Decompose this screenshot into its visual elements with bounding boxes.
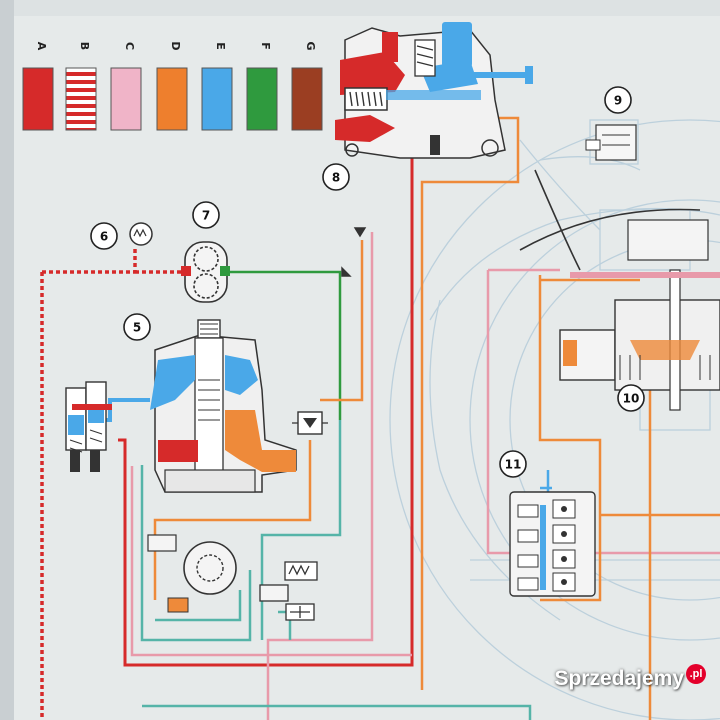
callout-circle-11: [499, 450, 527, 478]
legend-letter-e: E: [214, 42, 227, 50]
check-valves: [341, 227, 367, 277]
twin-spool-valves: [65, 381, 112, 472]
legend-letter-c: C: [123, 42, 136, 50]
main-pump-5: [150, 319, 297, 493]
legend-swatch-e: [201, 67, 233, 131]
legend-swatch-d: [156, 67, 188, 131]
callout-circle-5: [123, 313, 151, 341]
watermark-logo: Sprzedajemy.pl: [554, 664, 706, 691]
callout-label-7: 7: [202, 209, 210, 223]
lube-lines: [153, 116, 720, 720]
legend-swatch-b: [65, 67, 97, 131]
callout-circle-9: [604, 86, 632, 114]
pressure-lines: [118, 150, 414, 667]
legend-letter-f: F: [259, 42, 272, 50]
callout-label-8: 8: [332, 171, 340, 185]
rotary-pump: [147, 534, 237, 613]
callout-circle-6: [90, 222, 118, 250]
legend-swatch-c: [110, 67, 142, 131]
legend-letter-b: B: [78, 42, 91, 50]
watermark-tld-badge: .pl: [686, 664, 706, 684]
dashed-pressure-line: [40, 248, 185, 720]
callout-label-5: 5: [133, 321, 141, 335]
legend-letter-a: A: [35, 42, 48, 51]
legend-swatch-a: [22, 67, 54, 131]
watermark-brand: Sprzedajemy: [554, 667, 684, 690]
legend-letter-d: D: [169, 41, 182, 50]
pressure-regulator: [292, 411, 328, 435]
gear-pump-7: [181, 241, 230, 303]
pressure-switch: [129, 222, 153, 246]
left-bezel: [0, 0, 14, 720]
callout-label-10: 10: [623, 392, 640, 406]
assembly-9: [585, 124, 637, 161]
solenoid-block-11: [509, 491, 596, 597]
clutch-block-10: [559, 219, 720, 411]
callout-label-11: 11: [505, 458, 522, 472]
callout-circle-8: [322, 163, 350, 191]
callout-circle-10: [617, 384, 645, 412]
color-legend: A B C D E F G: [22, 41, 323, 131]
callout-label-9: 9: [614, 94, 622, 108]
callout-circle-7: [192, 201, 220, 229]
callout-label-6: 6: [100, 230, 108, 244]
top-edge: [14, 0, 720, 16]
legend-swatch-f: [246, 67, 278, 131]
housing-arc: [519, 208, 701, 251]
legend-letter-g: G: [304, 41, 317, 50]
green-lines: [228, 270, 342, 420]
pink-lines: [130, 232, 720, 720]
callout-markers: 5 6 7 8 9 10 11: [90, 86, 645, 478]
valve-block-8: [335, 22, 533, 159]
sensor-symbols: [259, 561, 318, 621]
legend-swatch-g: [291, 67, 323, 131]
